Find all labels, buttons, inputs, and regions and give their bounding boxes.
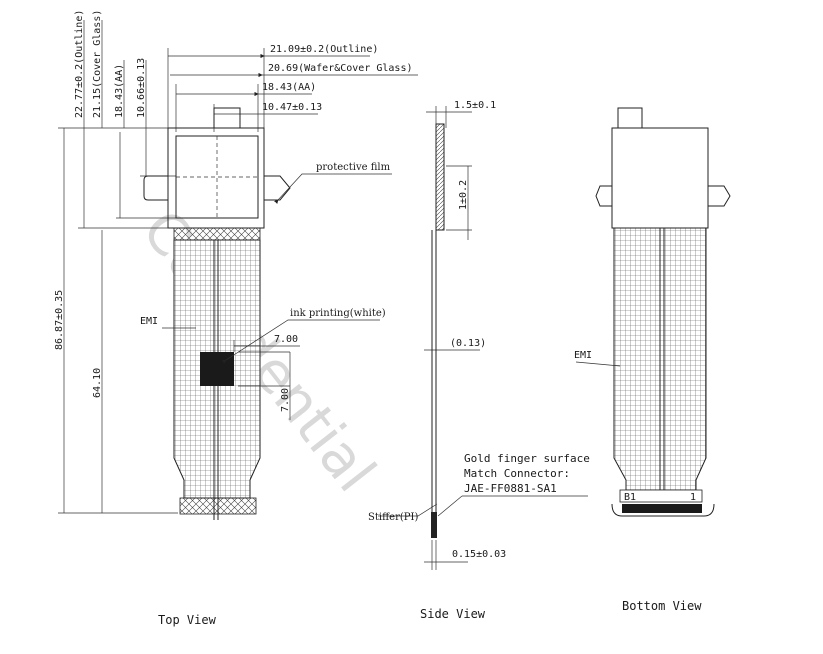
- top-callouts: protective film ink printing(white) EMI: [140, 162, 392, 364]
- note-connector-part: JAE-FF0881-SA1: [464, 482, 557, 495]
- dim-inner-height: 10.66±0.13: [136, 58, 147, 118]
- dim-fpc-thickness: (0.13): [450, 338, 486, 349]
- pin-1-label: 1: [690, 492, 696, 503]
- dim-outline-width: 21.09±0.2(Outline): [270, 44, 378, 55]
- dim-fpc-length: 64.10: [92, 368, 103, 398]
- dim-ink-height: 7.00: [280, 388, 291, 412]
- bottom-module-body: [595, 107, 731, 229]
- side-body: [431, 123, 445, 538]
- label-side-view: Side View: [420, 607, 486, 621]
- pin-b1-label: B1: [624, 492, 636, 503]
- top-view: 21.09±0.2(Outline) 20.69(Wafer&Cover Gla…: [54, 10, 418, 627]
- dim-aa-height: 18.43(AA): [114, 64, 125, 118]
- callout-stiffener: Stiffer(PI): [368, 512, 418, 523]
- note-match-connector: Match Connector:: [464, 467, 570, 480]
- note-gold-finger: Gold finger surface: [464, 452, 590, 465]
- dim-inner-width: 10.47±0.13: [262, 102, 322, 113]
- side-view: 1.5±0.1 1±0.2 (0.13) 0.15±0.03 Stiffer(P…: [368, 100, 590, 621]
- side-callouts: Stiffer(PI) Gold finger surface Match Co…: [368, 452, 590, 523]
- label-top-view: Top View: [158, 613, 217, 627]
- dim-ink-width: 7.00: [274, 334, 298, 345]
- dim-stiffener-thickness: 0.15±0.03: [452, 549, 506, 560]
- dim-outline-height: 22.77±0.2(Outline): [74, 10, 85, 118]
- dim-cover-glass-height: 21.15(Cover Glass): [92, 10, 103, 118]
- callout-protective-film: protective film: [316, 162, 391, 173]
- callout-emi-top: EMI: [140, 316, 158, 327]
- side-dimensions: 1.5±0.1 1±0.2 (0.13) 0.15±0.03: [424, 100, 506, 570]
- dim-total-length: 86.87±0.35: [54, 290, 65, 350]
- callout-ink-printing: ink printing(white): [290, 308, 386, 319]
- top-fpc: 7.00 7.00: [173, 227, 300, 520]
- callout-emi-bottom: EMI: [574, 350, 592, 361]
- label-bottom-view: Bottom View: [622, 599, 702, 613]
- bottom-view: B1 1 EMI Bottom View: [574, 107, 731, 613]
- dim-aa-width: 18.43(AA): [262, 82, 316, 93]
- dim-wafer-cover-width: 20.69(Wafer&Cover Glass): [268, 63, 413, 74]
- dim-side-height: 1±0.2: [458, 180, 469, 210]
- bottom-callouts: EMI: [574, 350, 621, 367]
- dim-side-thickness: 1.5±0.1: [454, 100, 496, 111]
- top-horizontal-dimensions: 21.09±0.2(Outline) 20.69(Wafer&Cover Gla…: [167, 44, 418, 132]
- bottom-fpc: B1 1: [611, 227, 715, 517]
